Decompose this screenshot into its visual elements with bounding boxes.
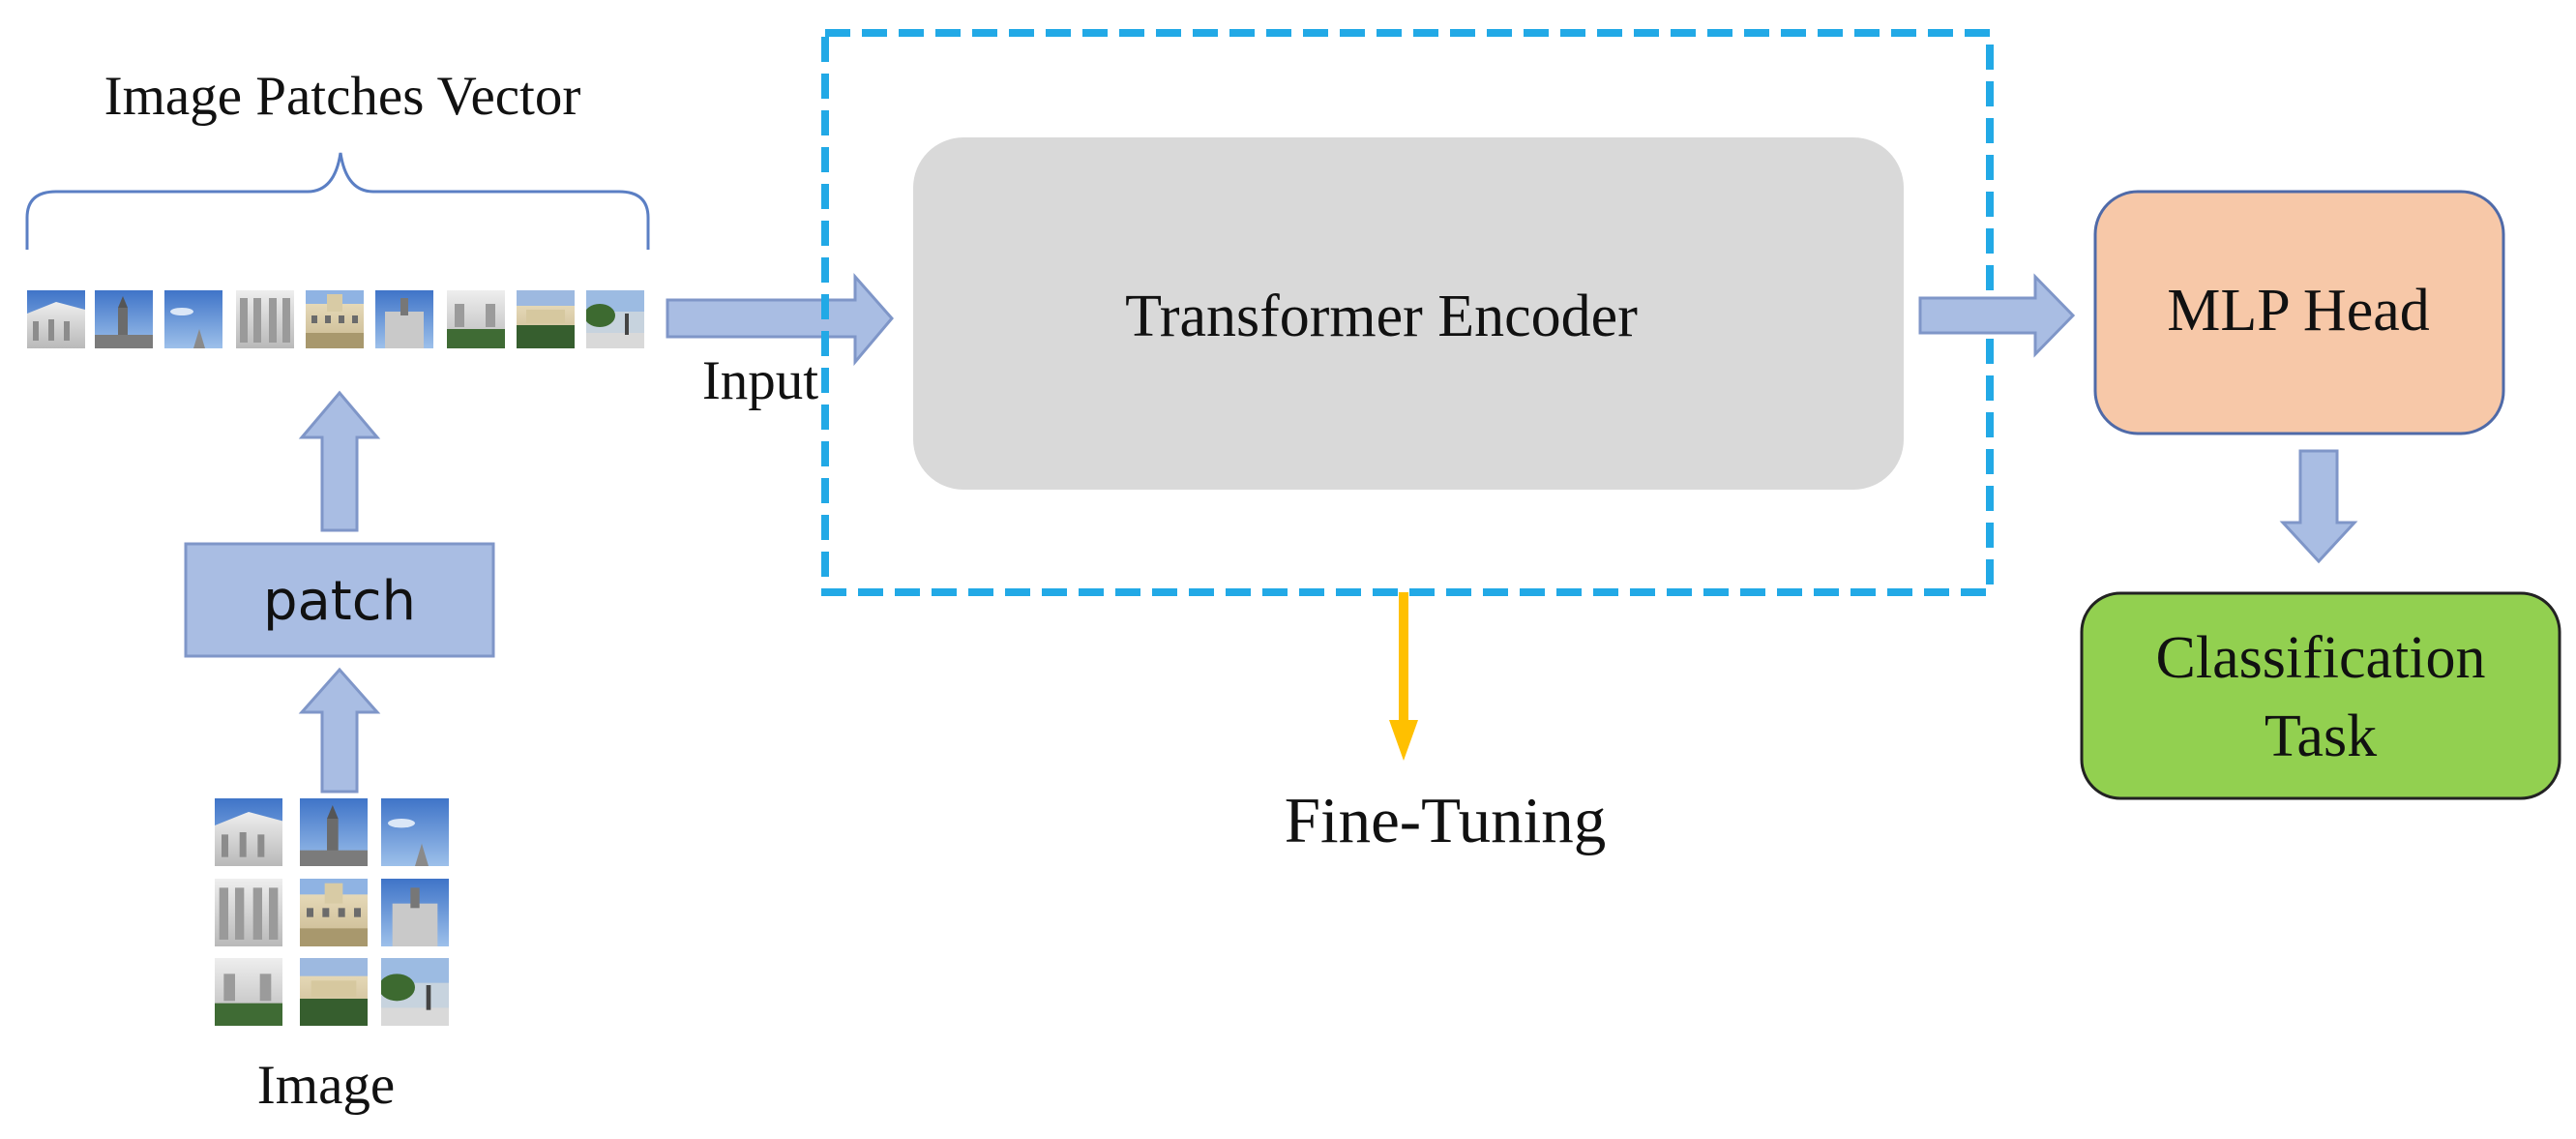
encoder-to-mlp-arrow: [1918, 273, 2076, 358]
transformer-encoder-label: Transformer Encoder: [1125, 284, 1638, 349]
patch-thumbnail-1: [27, 290, 85, 348]
classification-label-line1: Classification: [2156, 625, 2486, 691]
mlp-head-label: MLP Head: [2167, 278, 2430, 344]
patch-thumbnail-7: [447, 290, 505, 348]
transformer-encoder-box: [913, 137, 1904, 490]
image-tile-1: [215, 798, 282, 866]
classification-label-line2: Task: [2265, 704, 2377, 769]
up-arrow-patch-to-row: [298, 390, 381, 532]
image-tile-9: [381, 958, 449, 1026]
image-grid: [215, 798, 449, 1026]
patch-thumbnail-5: [306, 290, 364, 348]
classification-task-box: [2080, 591, 2561, 800]
patches-vector-label: Image Patches Vector: [104, 66, 581, 127]
input-arrow: [666, 273, 894, 367]
patch-thumbnail-3: [164, 290, 222, 348]
patch-thumbnail-4: [236, 290, 294, 348]
image-tile-3: [381, 798, 449, 866]
image-label: Image: [257, 1055, 395, 1116]
fine-tuning-label: Fine-Tuning: [1285, 785, 1607, 856]
mlp-head-box: [2093, 190, 2505, 435]
image-tile-7: [215, 958, 282, 1026]
image-tile-6: [381, 879, 449, 946]
image-tile-4: [215, 879, 282, 946]
curly-brace: [25, 152, 650, 250]
patch-box-label: patch: [263, 570, 416, 633]
patch-box: [184, 542, 495, 658]
patch-thumbnail-6: [375, 290, 433, 348]
image-tile-2: [300, 798, 368, 866]
fine-tuning-arrow: [1389, 592, 1418, 761]
patch-row: [27, 290, 644, 348]
image-tile-8: [300, 958, 368, 1026]
input-label: Input: [702, 350, 818, 411]
patch-thumbnail-2: [95, 290, 153, 348]
mlp-to-classification-arrow: [2279, 449, 2358, 564]
patch-thumbnail-9: [586, 290, 644, 348]
image-tile-5: [300, 879, 368, 946]
patch-thumbnail-8: [517, 290, 575, 348]
up-arrow-image-to-patch: [298, 667, 381, 794]
